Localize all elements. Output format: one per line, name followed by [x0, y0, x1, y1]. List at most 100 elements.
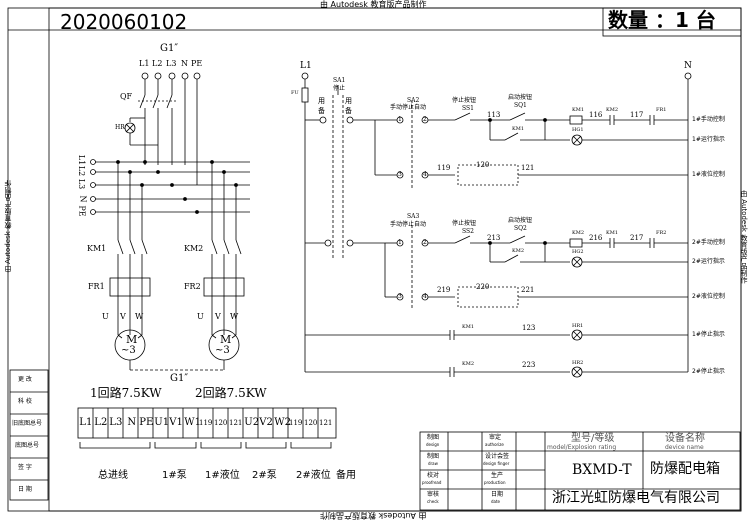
contactor2-label: KM2	[184, 244, 204, 253]
inner-border	[48, 7, 742, 512]
terminal-cell: 120	[213, 418, 228, 427]
yong-label-1: 用	[318, 97, 325, 105]
wire-120: 120	[476, 161, 490, 169]
terminal-cell: 119	[288, 418, 303, 427]
wire-123: 123	[522, 324, 536, 332]
margin-label-2: 科 校	[18, 398, 32, 405]
relay1-label: FR1	[88, 282, 105, 291]
terminal-cell: V2	[259, 417, 273, 428]
bus-label-l2: L2	[77, 165, 87, 177]
tb-label-proofread-en: proofread	[422, 480, 442, 485]
motor1-w: W	[135, 312, 144, 321]
wire-216: 216	[589, 234, 603, 242]
sq2-label: SQ2	[514, 225, 527, 232]
control-circuit	[301, 72, 692, 378]
sa3-terminal-1: 1	[398, 239, 402, 246]
sa3-terminal-3: 3	[398, 293, 402, 300]
ss2-label: SS2	[462, 228, 474, 235]
right-label-3: 1#液位控制	[692, 171, 725, 178]
sq1-label: SQ1	[514, 102, 527, 109]
hg2-label: HG2	[572, 249, 584, 255]
bus-label-n: N	[78, 195, 88, 203]
wire-221: 221	[521, 286, 535, 294]
sa3-label: SA3	[407, 213, 420, 220]
stop-button-label-2: 停止按钮	[452, 220, 477, 227]
motor2-v: V	[215, 312, 221, 321]
right-label-4: 2#手动控制	[692, 239, 725, 246]
sa2-modes-label: 手动停止自动	[390, 104, 427, 111]
relay2-label: FR2	[184, 282, 201, 291]
right-label-2: 1#运行指示	[692, 136, 725, 143]
wire-116: 116	[589, 111, 603, 119]
motor1-v: V	[120, 312, 126, 321]
km2-coil-label: KM2	[572, 230, 585, 236]
km1-stop-contact-label: KM1	[462, 324, 475, 330]
tb-label-date: 日期	[491, 491, 504, 498]
tb-label-check-en: check	[427, 499, 439, 504]
wire-219: 219	[437, 286, 451, 294]
tb-label-draw-design-en: design	[426, 442, 440, 447]
bus-label-pe: PE	[77, 205, 87, 217]
sa3-modes-label: 手动停止自动	[390, 221, 427, 228]
right-label-5: 2#运行指示	[692, 258, 725, 265]
bei-label-2: 备	[345, 107, 352, 115]
terminal-cell: L3	[109, 417, 123, 428]
tb-label-check: 审核	[427, 491, 440, 498]
terminal-cell: L2	[94, 417, 108, 428]
tb-label-finger-en: design finger	[483, 461, 510, 466]
hr2-label: HR2	[572, 360, 584, 366]
company-name: 浙江光虹防爆电气有限公司	[552, 490, 720, 506]
circuit2-label: 2回路7.5KW	[195, 386, 267, 400]
breaker-label: QF	[120, 92, 133, 101]
motor2-m: M	[220, 333, 232, 346]
tb-label-draw: 制图	[427, 453, 440, 460]
wire-113: 113	[487, 111, 501, 119]
power-circuit	[90, 72, 250, 371]
tb-label-authorize: 审定	[489, 434, 502, 441]
km1-hold-label: KM1	[512, 126, 525, 132]
terminal-cell: W1	[184, 417, 201, 428]
sa2-terminal-2: 2	[423, 116, 427, 123]
bus-label-l3: L3	[77, 178, 87, 190]
terminal-label-l3: L3	[166, 59, 177, 68]
group-pump2: 2#泵	[252, 470, 277, 481]
wire-220: 220	[476, 283, 490, 291]
cable-label-top: G1″	[160, 43, 179, 54]
right-label-6: 2#液位控制	[692, 293, 725, 300]
tb-label-finger: 设计会签	[485, 453, 510, 460]
motor1-m: M	[126, 333, 138, 346]
right-label-8: 2#停止指示	[692, 368, 725, 375]
title-block	[419, 431, 741, 511]
terminal-cell: N	[127, 417, 137, 428]
start-button-label-1: 启动按钮	[508, 94, 533, 101]
model-value: BXMD-T	[572, 462, 632, 478]
left-margin-table	[9, 369, 49, 501]
margin-label-1: 更 改	[18, 376, 32, 383]
watermark-top: 由 Autodesk 教育版产品制作	[320, 0, 427, 9]
motor2-w: W	[230, 312, 239, 321]
watermark-right: 由 Autodesk 教育版产品制作	[740, 190, 748, 284]
contactor1-label: KM1	[87, 244, 107, 253]
km2-interlock-label-1: KM2	[606, 107, 619, 113]
lamp-label: HR	[115, 124, 125, 131]
sa2-terminal-3: 3	[398, 171, 402, 178]
wire-119: 119	[437, 164, 451, 172]
km1-coil-label: KM1	[572, 107, 585, 113]
wire-121: 121	[521, 164, 535, 172]
hr1-label: HR1	[572, 323, 584, 329]
sa1-label: SA1	[333, 77, 346, 84]
group-level2: 2#液位	[296, 470, 331, 481]
circuit1-label: 1回路7.5KW	[90, 386, 162, 400]
terminal-cell: V1	[169, 417, 183, 428]
km1-interlock-label: KM1	[606, 230, 619, 236]
sa3-terminal-2: 2	[423, 239, 427, 246]
sa2-label: SA2	[407, 97, 420, 104]
name-header-en: device name	[665, 444, 704, 451]
hg1-label: HG1	[572, 127, 584, 133]
stop-button-label-1: 停止按钮	[452, 97, 477, 104]
tb-label-date-en: date	[491, 499, 501, 504]
start-button-label-2: 启动按钮	[508, 217, 533, 224]
right-label-7: 1#停止指示	[692, 331, 725, 338]
sa3-terminal-4: 4	[423, 293, 427, 300]
sa2-terminal-4: 4	[423, 171, 427, 178]
